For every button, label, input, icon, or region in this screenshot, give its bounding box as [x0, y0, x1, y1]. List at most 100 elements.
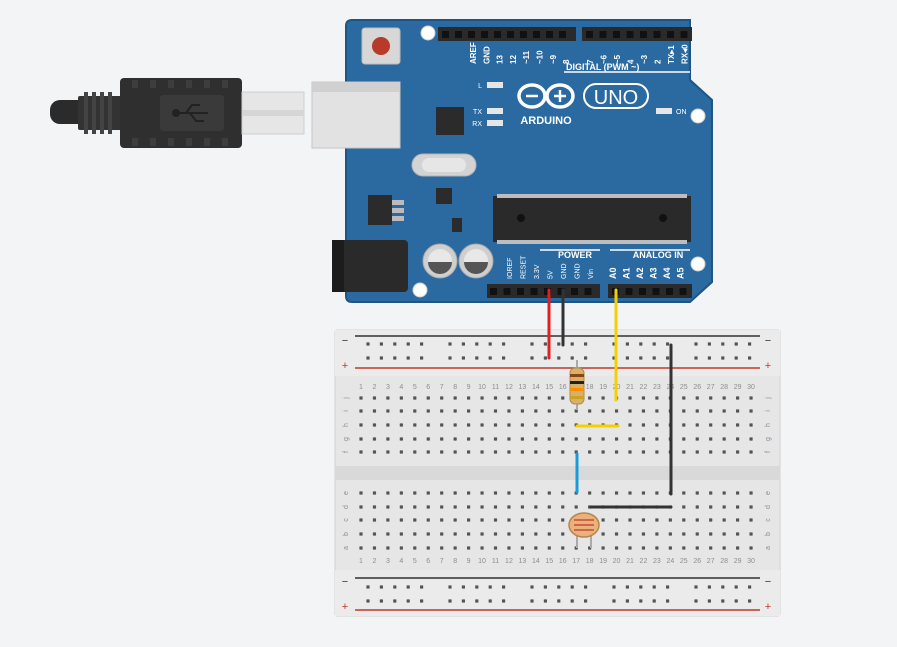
- column-number: 13: [519, 558, 527, 565]
- led-l-label: L: [478, 83, 482, 90]
- row-letter: a: [765, 546, 772, 550]
- column-number: 30: [747, 558, 755, 565]
- column-number: 22: [640, 384, 648, 391]
- column-number: 15: [545, 384, 553, 391]
- breadboard-holes: [359, 342, 753, 603]
- power-pin-label: IOREF: [507, 258, 514, 279]
- power-label: POWER: [558, 250, 593, 260]
- row-letter: g: [343, 437, 350, 441]
- row-letter: c: [765, 518, 772, 522]
- row-letter: b: [765, 532, 772, 536]
- digital-pin-label: 8: [562, 59, 571, 64]
- digital-pin-label: 2: [654, 59, 663, 64]
- column-number: 4: [399, 384, 403, 391]
- column-number: 20: [613, 558, 621, 565]
- led-tx-label: TX: [473, 109, 482, 116]
- column-number: 12: [505, 558, 513, 565]
- resistor[interactable]: [569, 360, 585, 410]
- digital-pin-label: 13: [496, 55, 505, 64]
- power-pin-label: 5V: [548, 270, 555, 279]
- usb-cable[interactable]: [50, 78, 305, 148]
- photoresistor[interactable]: [568, 512, 600, 548]
- bottom-minus-right: −: [765, 576, 771, 588]
- digital-pin-label: 4: [627, 59, 636, 64]
- digital-label: DIGITAL (PWM ~): [566, 62, 639, 72]
- wires[interactable]: [547, 288, 673, 509]
- column-number: 30: [747, 384, 755, 391]
- digital-pin-label: ~5: [613, 54, 622, 64]
- row-letter: f: [343, 451, 350, 453]
- column-number: 19: [599, 384, 607, 391]
- usb-symbol-icon: [172, 104, 208, 122]
- column-number: 24: [666, 558, 674, 565]
- column-number: 26: [693, 384, 701, 391]
- column-number: 11: [492, 558, 499, 565]
- column-number: 17: [572, 558, 580, 565]
- column-number: 25: [680, 558, 688, 565]
- column-number: 5: [413, 558, 417, 565]
- column-number: 7: [440, 558, 444, 565]
- analog-pin-label: A1: [622, 267, 632, 279]
- column-number: 3: [386, 384, 390, 391]
- breadboard-labels: 1122334455667788991010111112121313141415…: [343, 384, 772, 565]
- top-minus-right: −: [765, 335, 771, 347]
- column-number: 5: [413, 384, 417, 391]
- column-number: 21: [626, 384, 634, 391]
- column-number: 19: [599, 558, 607, 565]
- column-number: 9: [467, 558, 471, 565]
- digital-pin-label: ~11: [522, 50, 531, 64]
- column-number: 3: [386, 558, 390, 565]
- column-number: 2: [372, 558, 376, 565]
- row-letter: f: [765, 451, 772, 453]
- digital-pin-label: ~6: [600, 54, 609, 64]
- column-number: 28: [720, 558, 728, 565]
- power-pin-label: GND: [561, 263, 568, 279]
- column-number: 2: [372, 384, 376, 391]
- row-letter: i: [765, 410, 772, 412]
- bottom-plus-right: +: [765, 601, 771, 613]
- column-number: 26: [693, 558, 701, 565]
- bottom-plus-left: +: [342, 601, 348, 613]
- digital-pin-label: RX◂0: [681, 44, 690, 64]
- capacitors: [422, 243, 494, 279]
- led-on-label: ON: [676, 109, 687, 116]
- column-number: 25: [680, 384, 688, 391]
- arduino-logo-icon: [517, 83, 575, 109]
- digital-pin-label: ~9: [549, 54, 558, 64]
- row-letter: h: [343, 423, 350, 427]
- column-number: 8: [453, 558, 457, 565]
- digital-pin-label: 12: [509, 55, 518, 64]
- analog-label: ANALOG IN: [633, 250, 684, 260]
- row-letter: i: [343, 410, 350, 412]
- column-number: 7: [440, 384, 444, 391]
- column-number: 14: [532, 558, 540, 565]
- usb-socket: [311, 81, 401, 149]
- column-number: 1: [359, 384, 363, 391]
- column-number: 13: [519, 384, 527, 391]
- row-letter: d: [343, 505, 350, 509]
- row-letter: e: [765, 491, 772, 495]
- row-letter: e: [343, 491, 350, 495]
- led-rx-label: RX: [472, 121, 482, 128]
- model-label: UNO: [594, 87, 638, 109]
- digital-pin-label: ~10: [536, 50, 545, 64]
- brand-label: ARDUINO: [520, 115, 572, 127]
- power-pin-label: GND: [575, 263, 582, 279]
- column-number: 21: [626, 558, 634, 565]
- power-pin-label: RESET: [521, 255, 528, 279]
- breadboard[interactable]: − + − + − + − + 112233445566778899101011…: [334, 329, 781, 617]
- column-number: 27: [707, 384, 715, 391]
- row-letter: j: [765, 397, 772, 400]
- arduino-uno-board[interactable]: L TX RX ON ARDUINO UNO AREF GND 13 12 ~11 ~10…: [311, 19, 713, 303]
- column-number: 10: [478, 558, 486, 565]
- column-number: 23: [653, 558, 661, 565]
- usb-chip: [436, 107, 464, 135]
- row-letter: a: [343, 546, 350, 550]
- row-letter: b: [343, 532, 350, 536]
- digital-pin-label: AREF: [469, 42, 478, 64]
- row-letter: d: [765, 505, 772, 509]
- column-number: 4: [399, 558, 403, 565]
- column-number: 8: [453, 384, 457, 391]
- board-leds: [487, 82, 672, 126]
- top-plus-left: +: [342, 360, 348, 372]
